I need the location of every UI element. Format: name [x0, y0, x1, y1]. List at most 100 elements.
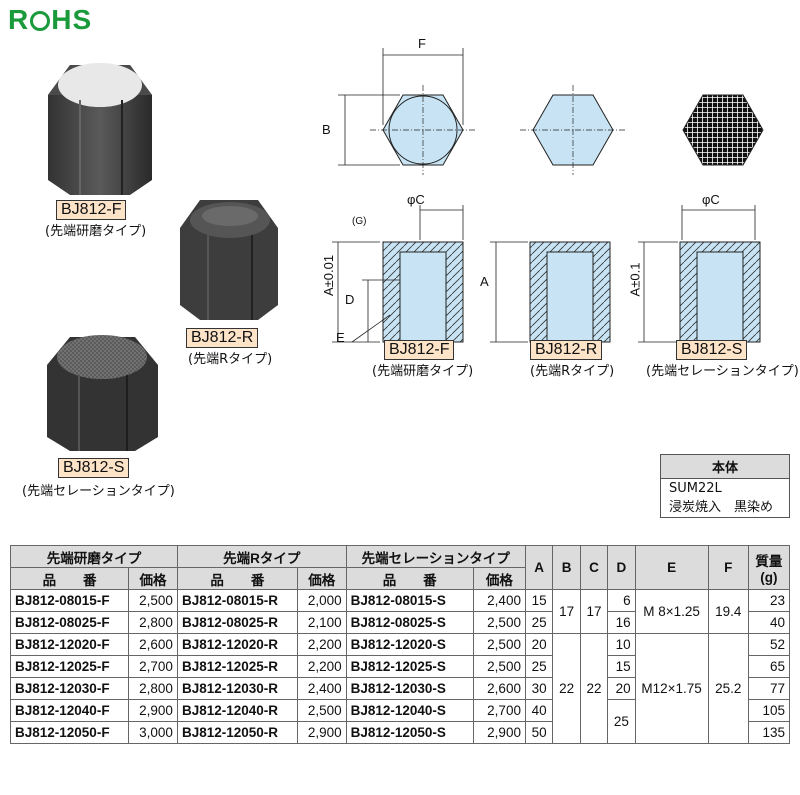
val-a: 30: [524, 677, 554, 700]
part-r: BJ812-08015-R: [176, 589, 298, 612]
group-header-s: 先端セレーションタイプ: [345, 545, 526, 568]
val-d: 25: [607, 699, 636, 744]
photo-tag-f: BJ812-F: [56, 200, 127, 220]
header-row-1: 先端研磨タイプ 先端Rタイプ 先端セレーションタイプ A B C D E F 質…: [10, 545, 791, 590]
photo-bj812-f: [48, 63, 152, 195]
part-r: BJ812-12030-R: [176, 677, 298, 700]
material-body: SUM22L 浸炭焼入 黒染め: [660, 478, 790, 518]
photo-caption-s: (先端セレーションタイプ): [22, 484, 175, 499]
col-d: D: [607, 545, 636, 590]
val-mass: 105: [747, 699, 791, 722]
material-line-2: 浸炭焼入 黒染め: [669, 500, 774, 515]
part-s: BJ812-12030-S: [345, 677, 474, 700]
dim-a01: A±0.1: [627, 262, 643, 297]
part-r: BJ812-12040-R: [176, 699, 298, 722]
val-mass: 23: [747, 589, 791, 612]
col-mass: 質量 (g): [747, 545, 791, 590]
drawing-tag-f: BJ812-F: [384, 340, 455, 360]
col-b: B: [552, 545, 581, 590]
col-a: A: [524, 545, 554, 590]
part-s: BJ812-12040-S: [345, 699, 474, 722]
val-e: M12×1.75: [634, 633, 709, 744]
val-a: 25: [524, 655, 554, 678]
table-row: BJ812-08025-F 2,800 BJ812-08025-R 2,100 …: [9, 611, 791, 634]
sub-price-f: 価格: [128, 567, 178, 590]
photo-tag-s: BJ812-S: [58, 458, 130, 478]
price-f: 2,700: [128, 655, 178, 678]
technical-drawings: [332, 48, 764, 343]
val-a: 40: [524, 699, 554, 722]
price-s: 2,500: [472, 633, 526, 656]
part-r: BJ812-08025-R: [176, 611, 298, 634]
val-f: 19.4: [707, 589, 749, 634]
dim-b: B: [322, 122, 331, 137]
spec-table: 先端研磨タイプ 先端Rタイプ 先端セレーションタイプ A B C D E F 質…: [9, 545, 791, 744]
price-r: 2,500: [296, 699, 347, 722]
photo-caption-f: (先端研磨タイプ): [45, 224, 147, 239]
sub-part-f: 品 番: [9, 567, 130, 590]
price-r: 2,000: [296, 589, 347, 612]
photo-caption-r: (先端Rタイプ): [188, 352, 273, 367]
val-a: 15: [524, 589, 554, 612]
mass-label: 質量: [755, 554, 783, 569]
dim-e: E: [336, 330, 345, 345]
part-f: BJ812-08015-F: [9, 589, 130, 612]
price-s: 2,500: [472, 611, 526, 634]
price-s: 2,400: [472, 589, 526, 612]
val-mass: 40: [747, 611, 791, 634]
col-f: F: [707, 545, 749, 590]
val-a: 25: [524, 611, 554, 634]
drawing-tag-r: BJ812-R: [530, 340, 603, 360]
part-f: BJ812-12030-F: [9, 677, 130, 700]
part-r: BJ812-12025-R: [176, 655, 298, 678]
drawing-caption-r: (先端Rタイプ): [530, 364, 615, 379]
drawing-tag-s: BJ812-S: [676, 340, 748, 360]
val-mass: 135: [747, 721, 791, 744]
part-r: BJ812-12020-R: [176, 633, 298, 656]
dim-phic-s: φC: [702, 192, 720, 207]
price-s: 2,600: [472, 677, 526, 700]
part-f: BJ812-12020-F: [9, 633, 130, 656]
price-r: 2,200: [296, 633, 347, 656]
col-e: E: [634, 545, 709, 590]
photo-bj812-r: [180, 200, 278, 320]
group-header-r: 先端Rタイプ: [176, 545, 347, 568]
val-d: 10: [607, 633, 636, 656]
dim-a001: A±0.01: [321, 254, 337, 297]
mass-unit: (g): [760, 570, 778, 585]
price-s: 2,900: [472, 721, 526, 744]
header-row-2: 品 番 価格 品 番 価格 品 番 価格: [9, 567, 790, 590]
price-f: 2,500: [128, 589, 178, 612]
val-c: 22: [579, 633, 609, 744]
val-f: 25.2: [707, 633, 749, 744]
val-d: 15: [607, 655, 636, 678]
material-header: 本体: [660, 454, 790, 479]
table-row: BJ812-12020-F 2,600 BJ812-12020-R 2,200 …: [9, 633, 791, 744]
price-s: 2,700: [472, 699, 526, 722]
val-mass: 52: [747, 633, 791, 656]
sub-part-s: 品 番: [345, 567, 474, 590]
drawing-caption-f: (先端研磨タイプ): [372, 364, 474, 379]
price-f: 2,800: [128, 611, 178, 634]
price-r: 2,400: [296, 677, 347, 700]
drawing-caption-s: (先端セレーションタイプ): [646, 364, 799, 379]
price-r: 2,100: [296, 611, 347, 634]
price-f: 2,600: [128, 633, 178, 656]
dim-phic-f: φC: [407, 192, 425, 207]
part-s: BJ812-12020-S: [345, 633, 474, 656]
material-table: 本体 SUM22L 浸炭焼入 黒染め: [660, 454, 790, 518]
part-s: BJ812-08025-S: [345, 611, 474, 634]
part-f: BJ812-08025-F: [9, 611, 130, 634]
col-c: C: [579, 545, 609, 590]
price-f: 3,000: [128, 721, 178, 744]
val-mass: 65: [747, 655, 791, 678]
price-r: 2,200: [296, 655, 347, 678]
val-d: 16: [607, 611, 636, 634]
part-f: BJ812-12040-F: [9, 699, 130, 722]
part-s: BJ812-12050-S: [345, 721, 474, 744]
part-s: BJ812-12025-S: [345, 655, 474, 678]
val-a: 50: [524, 721, 554, 744]
part-f: BJ812-12050-F: [9, 721, 130, 744]
table-row: BJ812-12030-F 2,800 BJ812-12030-R 2,400 …: [9, 677, 791, 700]
